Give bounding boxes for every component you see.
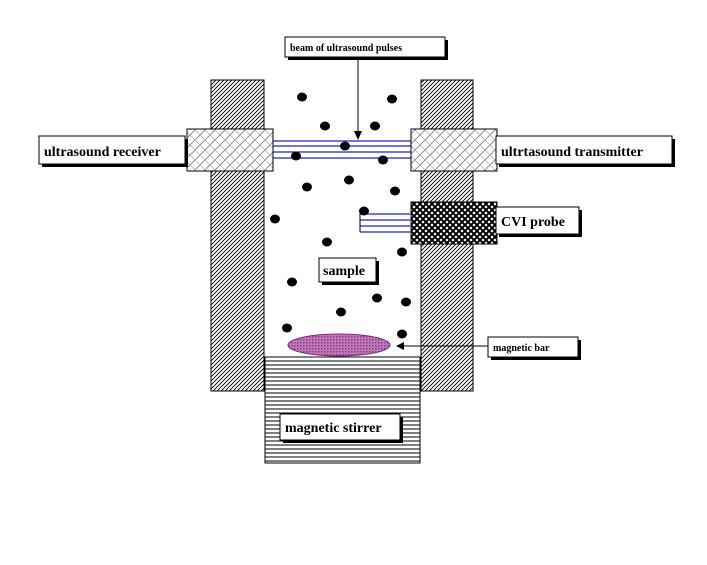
magnetic-stirrer-block	[264, 356, 421, 464]
magnetic-stirrer-label-text: magnetic stirrer	[285, 421, 382, 436]
particle	[378, 155, 388, 165]
cvi-probe-body	[410, 201, 498, 245]
magnetic-bar-arrowhead	[396, 342, 404, 350]
cvi-probe-lines	[360, 213, 410, 233]
particle	[291, 151, 301, 161]
particle	[270, 214, 280, 224]
particle	[287, 277, 297, 287]
beam-arrowhead	[354, 131, 362, 140]
ultrasound-receiver-transducer	[186, 128, 274, 172]
particle	[387, 94, 397, 104]
sample-label-text: sample	[323, 264, 365, 279]
particle	[344, 175, 354, 185]
magnetic-bar-label: magnetic bar	[487, 336, 581, 360]
particle	[370, 121, 380, 131]
particle	[390, 186, 400, 196]
receiver-label-text: ultrasound receiver	[44, 145, 161, 160]
receiver-label: ultrasound receiver	[38, 135, 188, 167]
magnetic-stirrer-label: magnetic stirrer	[279, 413, 403, 443]
transmitter-label-text: ultrtasound transmitter	[501, 145, 643, 160]
transmitter-label: ultrtasound transmitter	[495, 135, 675, 167]
particle	[282, 323, 292, 333]
particle	[302, 182, 312, 192]
particle	[320, 121, 330, 131]
cvi-probe-label: CVI probe	[495, 206, 582, 237]
left-cell-wall	[210, 79, 265, 392]
particle	[401, 297, 411, 307]
particle	[340, 141, 350, 151]
particle	[397, 247, 407, 257]
particle	[297, 92, 307, 102]
cvi-probe-label-text: CVI probe	[501, 215, 565, 230]
particle	[397, 329, 407, 339]
ultrasound-transmitter-transducer	[410, 128, 498, 172]
particle	[322, 237, 332, 247]
beam-label: beam of ultrasound pulses	[284, 36, 448, 60]
magnetic-bar-label-text: magnetic bar	[493, 343, 550, 354]
sample-particles	[270, 92, 411, 339]
sample-label: sample	[318, 257, 379, 285]
particle	[372, 293, 382, 303]
particle	[359, 206, 369, 216]
beam-label-text: beam of ultrasound pulses	[290, 43, 402, 54]
magnetic-bar	[287, 333, 391, 357]
particle	[336, 307, 346, 317]
